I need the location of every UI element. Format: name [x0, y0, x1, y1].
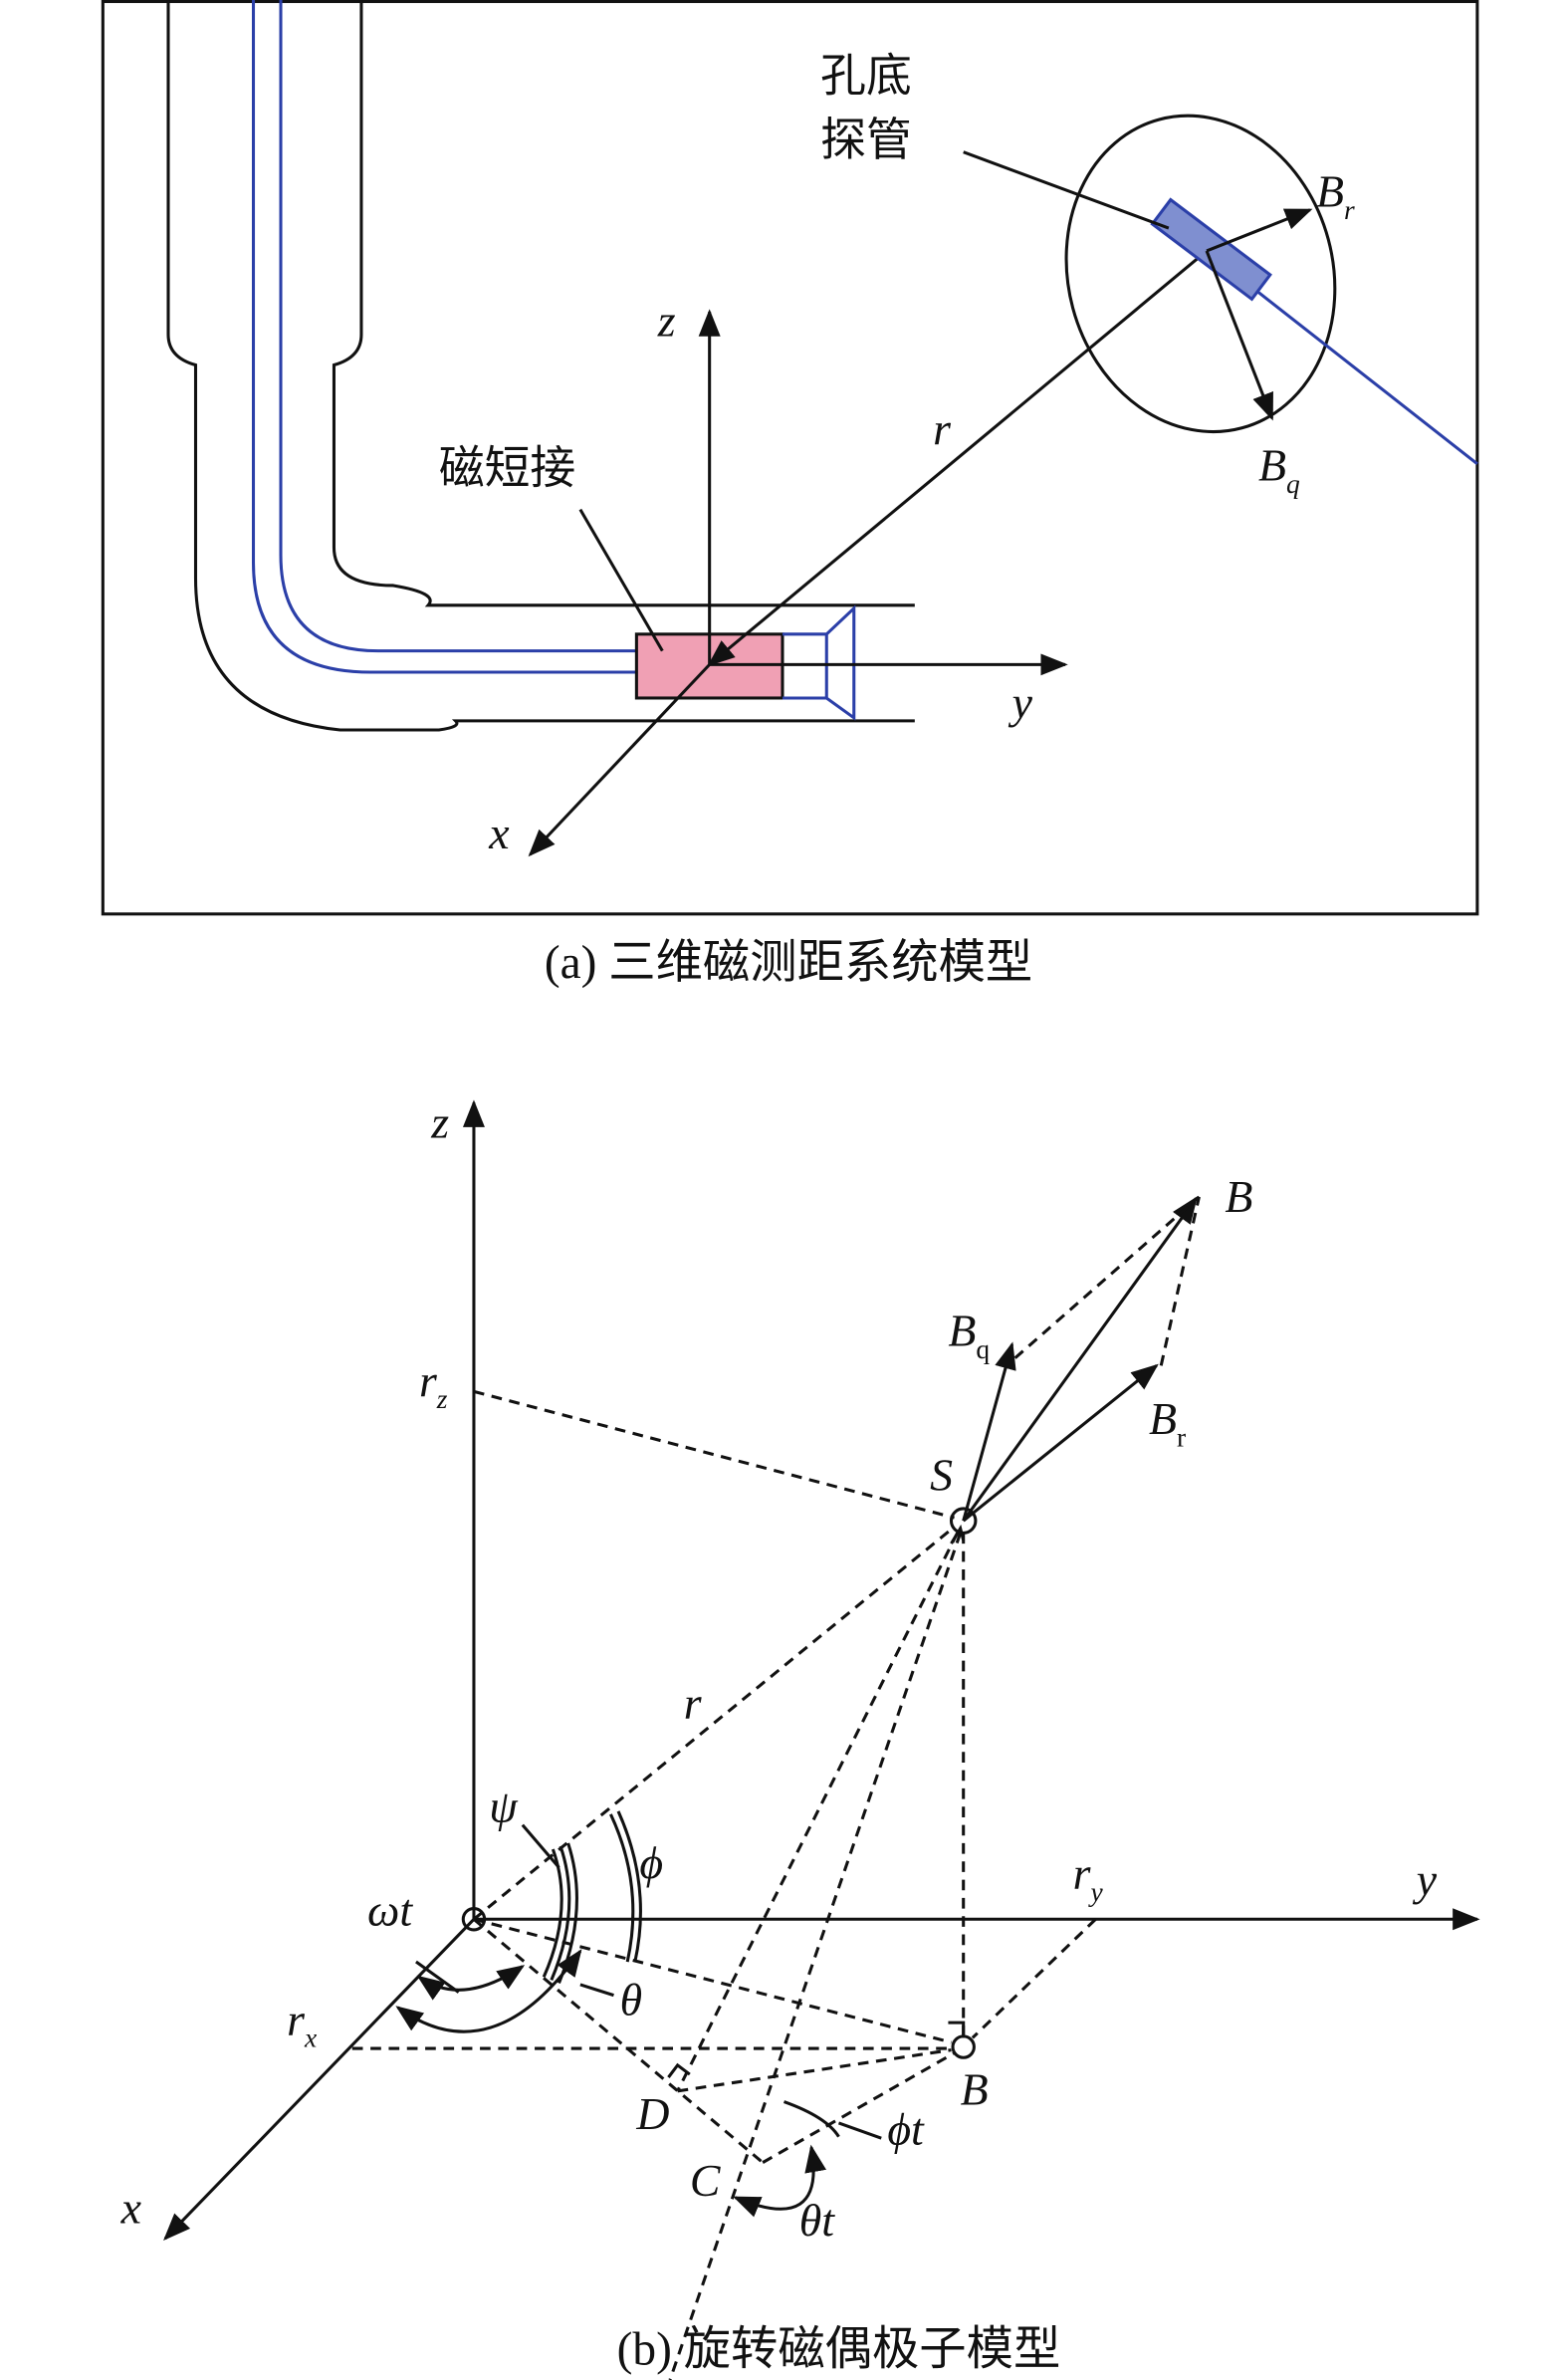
- phi-t-leader: [837, 2121, 882, 2140]
- phi-t-arc: [783, 2100, 840, 2138]
- well-outer-wall: [166, 0, 915, 732]
- label-x-a: x: [488, 808, 509, 858]
- point-B: [951, 2034, 976, 2059]
- parallelogram-q: [1013, 1195, 1201, 1359]
- label-x-b: x: [120, 2183, 141, 2234]
- B-arrow: [962, 1196, 1198, 1523]
- label-magnetic-sub: 磁短接: [439, 441, 575, 495]
- label-B-bottom: B: [961, 2064, 989, 2115]
- label-rx: rx: [287, 1994, 317, 2052]
- parallelogram-r: [1159, 1196, 1201, 1366]
- Br-arrow-b: [962, 1363, 1159, 1523]
- Bq-arrow-a: [1205, 250, 1274, 421]
- Bq-arrow-b: [962, 1341, 1016, 1522]
- D-to-B: [677, 2048, 952, 2093]
- label-z-a: z: [657, 296, 676, 347]
- wire-inner: [279, 0, 637, 653]
- C-to-B: [762, 2051, 956, 2164]
- panel-b: z y x rz ry rx S B B D C r Bq Br ψ ϕ ωt …: [120, 1096, 1480, 2380]
- origin-O: [461, 1907, 487, 1932]
- r-line: [472, 1526, 956, 1921]
- label-S: S: [930, 1450, 953, 1501]
- label-omega-t: ωt: [367, 1884, 413, 1935]
- label-theta-t: θt: [799, 2195, 835, 2246]
- right-angle-B: [948, 2021, 966, 2038]
- label-Br-b: Br: [1149, 1393, 1186, 1452]
- point-S: [949, 1507, 978, 1535]
- label-probe-1: 孔底: [820, 49, 912, 103]
- Br-arrow-a: [1206, 208, 1313, 253]
- label-rz: rz: [419, 1355, 448, 1414]
- phi-arc: [609, 1810, 642, 1963]
- S-to-D: [676, 1532, 959, 2092]
- probe-field-ellipse: [1064, 114, 1337, 434]
- sub-leader: [578, 508, 664, 652]
- label-r-a: r: [933, 403, 951, 454]
- right-angle-D: [667, 2062, 691, 2079]
- psi-leader: [521, 1823, 560, 1869]
- O-to-B: [473, 1917, 952, 2044]
- theta-t-arc: [733, 2144, 827, 2218]
- label-r-b: r: [684, 1678, 702, 1729]
- label-probe-2: 探管: [820, 113, 912, 166]
- label-Bq-b: Bq: [948, 1306, 990, 1364]
- caption-a: (a) 三维磁测距系统模型: [545, 937, 1032, 989]
- panel-a: z y x r 磁短接 孔底 探管 Br Bq (a) 三维磁测距系统模型: [101, 0, 1479, 989]
- label-C: C: [690, 2155, 721, 2206]
- label-D: D: [635, 2088, 669, 2139]
- label-Bq-a: Bq: [1258, 440, 1300, 499]
- ry-projection: [971, 1918, 1097, 2039]
- right-angle-S: [950, 1524, 966, 1545]
- probe-leader: [963, 150, 1170, 230]
- label-phi-t: ϕt: [887, 2103, 925, 2154]
- label-Br-a: Br: [1316, 166, 1355, 225]
- theta-arc: [395, 1949, 582, 2033]
- well-inner-wall: [332, 0, 915, 607]
- label-B-top: B: [1225, 1171, 1252, 1222]
- omega-t-leader: [415, 1960, 460, 1994]
- label-phi: ϕ: [639, 1837, 663, 1888]
- label-theta: θ: [620, 1974, 643, 2024]
- theta-leader: [579, 1983, 614, 1998]
- caption-b: (b) 旋转磁偶极子模型: [617, 2324, 1061, 2376]
- bit-outline: [782, 604, 856, 721]
- axis-x-a: [528, 663, 711, 857]
- label-ry: ry: [1073, 1848, 1104, 1907]
- wire-outer: [251, 0, 637, 674]
- label-y-a: y: [1008, 677, 1033, 728]
- r-vector-a: [707, 249, 1209, 667]
- S-to-C-extended: [668, 1532, 963, 2380]
- label-psi: ψ: [489, 1782, 519, 1832]
- rz-projection: [473, 1389, 955, 1520]
- omega-t-arc: [416, 1965, 526, 2001]
- axis-x-b: [163, 1918, 476, 2241]
- label-z-b: z: [430, 1096, 449, 1147]
- label-y-b: y: [1413, 1854, 1438, 1905]
- panel-a-frame: [101, 0, 1479, 916]
